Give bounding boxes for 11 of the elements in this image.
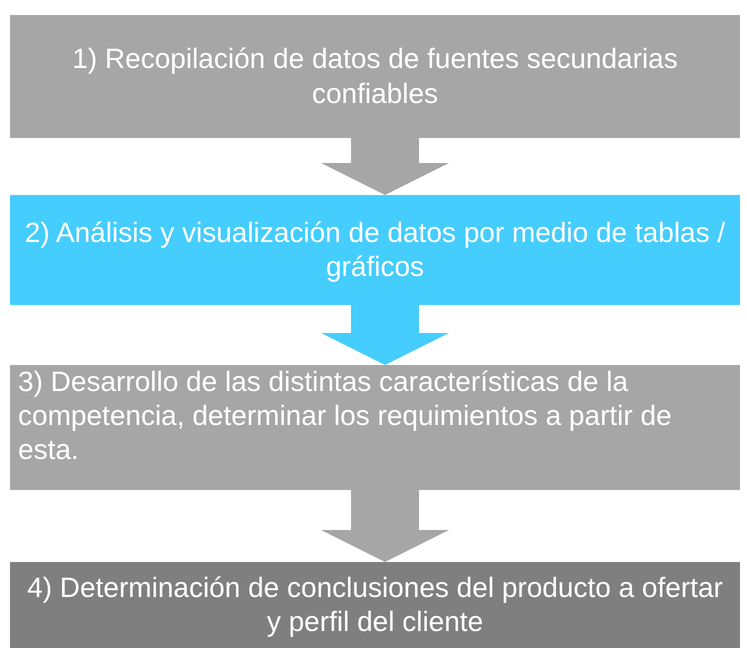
block-arrow [321, 490, 449, 562]
step-text: 4) Determinación de conclusiones del producto a ofertar y perfil del cliente [26, 570, 724, 639]
process-box [10, 365, 740, 490]
block-arrow [321, 138, 449, 195]
process-box [10, 195, 740, 305]
step-text: 2) Análisis y visualización de datos por medio de tablas / gráficos [24, 216, 726, 284]
process-box [10, 15, 740, 138]
process-box [10, 562, 740, 648]
step-text: 1) Recopilación de datos de fuentes secundarias confiables [71, 42, 679, 110]
step-text: 3) Desarrollo de las distintas características de la competencia, determinar los requimientos a partir de esta. [18, 365, 673, 468]
block-arrow [321, 305, 449, 365]
